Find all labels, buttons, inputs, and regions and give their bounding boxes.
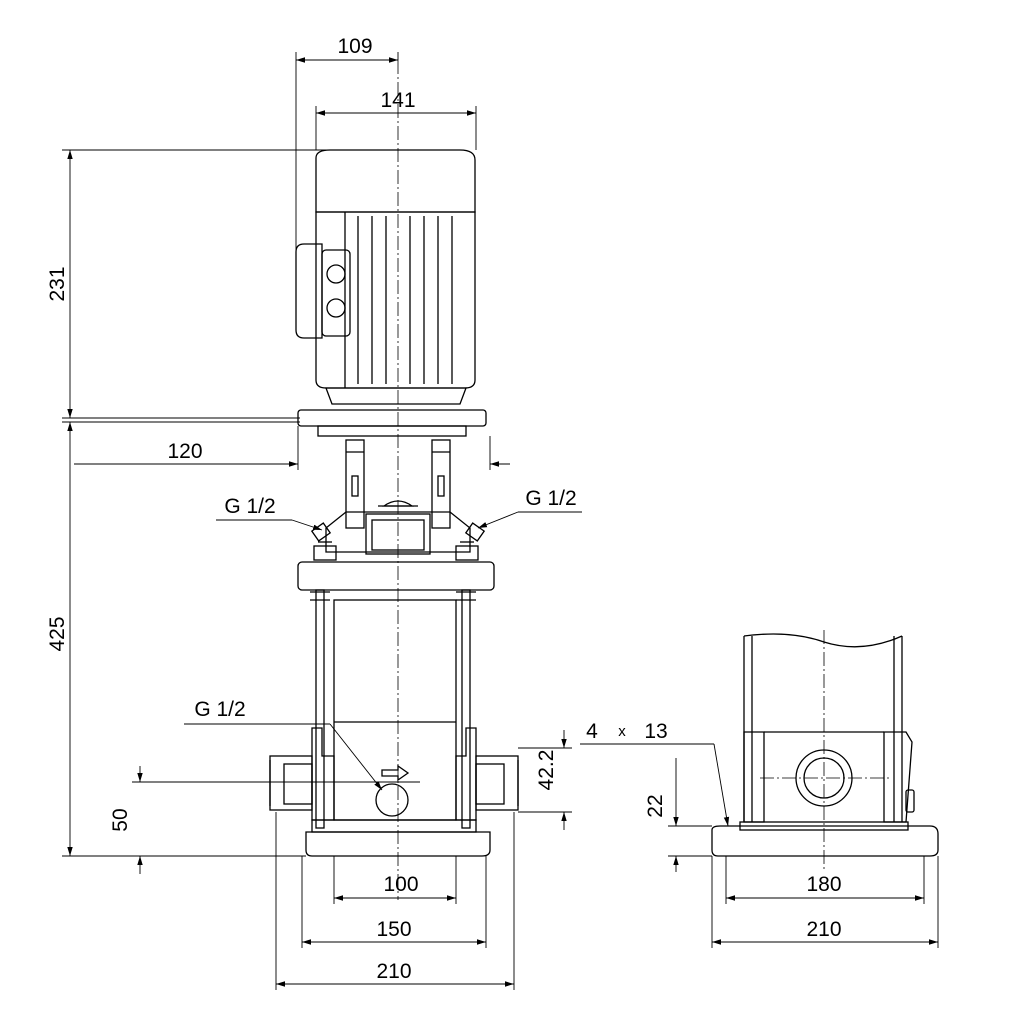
motor-neck (325, 387, 467, 405)
tie-rods (310, 589, 476, 829)
side-view (711, 630, 939, 870)
dim-motor-height: 231 (46, 266, 69, 301)
side-foot-left (743, 731, 765, 823)
dim-side-base-inner: 180 (806, 873, 841, 896)
dim-holes-diameter: 13 (644, 720, 667, 743)
label-drain: G 1/2 (194, 698, 245, 721)
motor-flange (297, 409, 487, 437)
chamber-top-flange (297, 561, 495, 591)
dim-port-offset: 42.2 (535, 750, 558, 791)
side-base-plate (711, 825, 939, 857)
dim-holes-count: 4 (586, 720, 598, 743)
dim-motor-width: 141 (380, 89, 415, 112)
dim-flange-offset: 120 (167, 440, 202, 463)
dim-base-depth-inner: 150 (376, 918, 411, 941)
suction-port (269, 755, 313, 811)
terminal-box (295, 243, 351, 339)
dimension-lines (62, 52, 939, 990)
break-line (743, 633, 903, 648)
front-view (269, 60, 519, 900)
label-vent-right: G 1/2 (525, 487, 576, 510)
dim-holes-times: x (618, 723, 626, 740)
pump-head (310, 511, 486, 561)
dimension-labels: 109 141 231 120 425 50 42.2 100 150 210 … (46, 35, 842, 983)
dim-side-base-outer: 210 (806, 918, 841, 941)
side-port-outer (795, 749, 853, 807)
coupling-guard (345, 439, 451, 529)
chamber-sleeve (333, 599, 457, 821)
discharge-port (475, 755, 519, 811)
dim-inlet-height: 50 (109, 808, 132, 831)
dim-motor-fan-width: 109 (337, 35, 372, 58)
dim-base-depth-outer: 210 (376, 960, 411, 983)
side-foot-right (883, 731, 913, 823)
side-plug (905, 789, 915, 813)
motor-body (315, 211, 476, 389)
dim-base-hole-spacing: 100 (383, 873, 418, 896)
drain-plug (375, 764, 410, 817)
side-port-inner (803, 757, 845, 799)
dim-pump-height: 425 (46, 616, 69, 651)
motor-fan-cover (315, 149, 476, 213)
dim-base-thickness: 22 (644, 794, 667, 817)
label-vent-left: G 1/2 (224, 495, 275, 518)
